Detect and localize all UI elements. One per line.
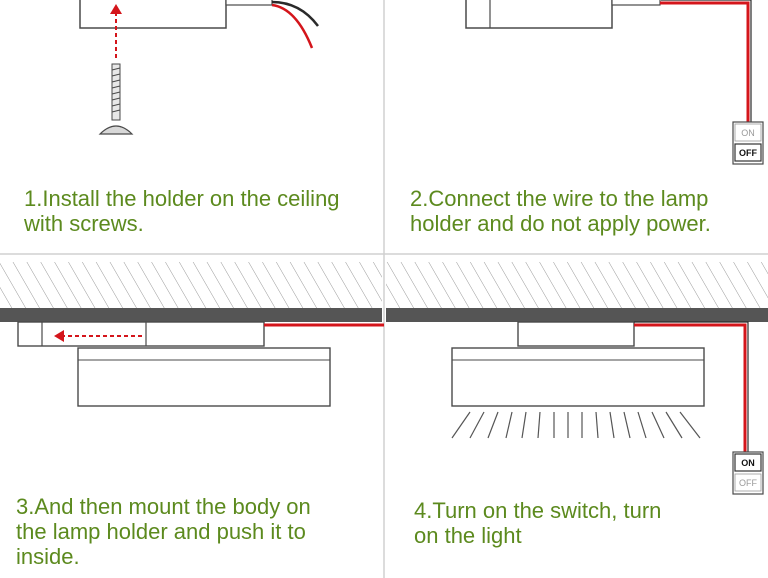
switch-icon: ON OFF xyxy=(732,121,764,165)
screw-icon xyxy=(98,63,134,135)
ceiling-bar xyxy=(386,308,768,322)
step-3-caption: 3.And then mount the body on the lamp ho… xyxy=(16,494,311,569)
panel-1 xyxy=(79,0,319,135)
ceiling-hatch xyxy=(0,262,382,308)
step-4-caption: 4.Turn on the switch, turn on the light xyxy=(414,498,662,548)
lamp-body xyxy=(77,347,331,407)
ceiling-bar xyxy=(0,308,382,322)
switch-off-label: OFF xyxy=(739,478,757,488)
ceiling-hatch xyxy=(386,262,768,308)
wire-red xyxy=(271,3,314,49)
switch-icon: ON OFF xyxy=(732,451,764,495)
wire-connector xyxy=(225,0,273,6)
switch-on-label: ON xyxy=(741,458,755,468)
panel-3 xyxy=(0,262,384,407)
panel-2: ON OFF xyxy=(465,0,764,165)
step-1-caption: 1.Install the holder on the ceiling with… xyxy=(24,186,340,236)
switch-off-label: OFF xyxy=(739,148,757,158)
wire-connector xyxy=(611,0,661,6)
arrow-head xyxy=(110,4,122,14)
panel-4: ON OFF xyxy=(386,262,768,495)
switch-on-label: ON xyxy=(741,128,755,138)
arrow-head xyxy=(54,330,64,342)
wire-black xyxy=(271,0,319,27)
light-rays-icon xyxy=(451,411,701,439)
wire-red xyxy=(634,323,747,452)
lamp-holder xyxy=(79,0,227,29)
step-2-caption: 2.Connect the wire to the lamp holder an… xyxy=(410,186,711,236)
lamp-holder xyxy=(465,0,613,29)
lamp-holder xyxy=(517,321,635,347)
lamp-body xyxy=(451,347,705,407)
wire-red xyxy=(660,1,750,124)
lamp-holder xyxy=(17,321,265,347)
